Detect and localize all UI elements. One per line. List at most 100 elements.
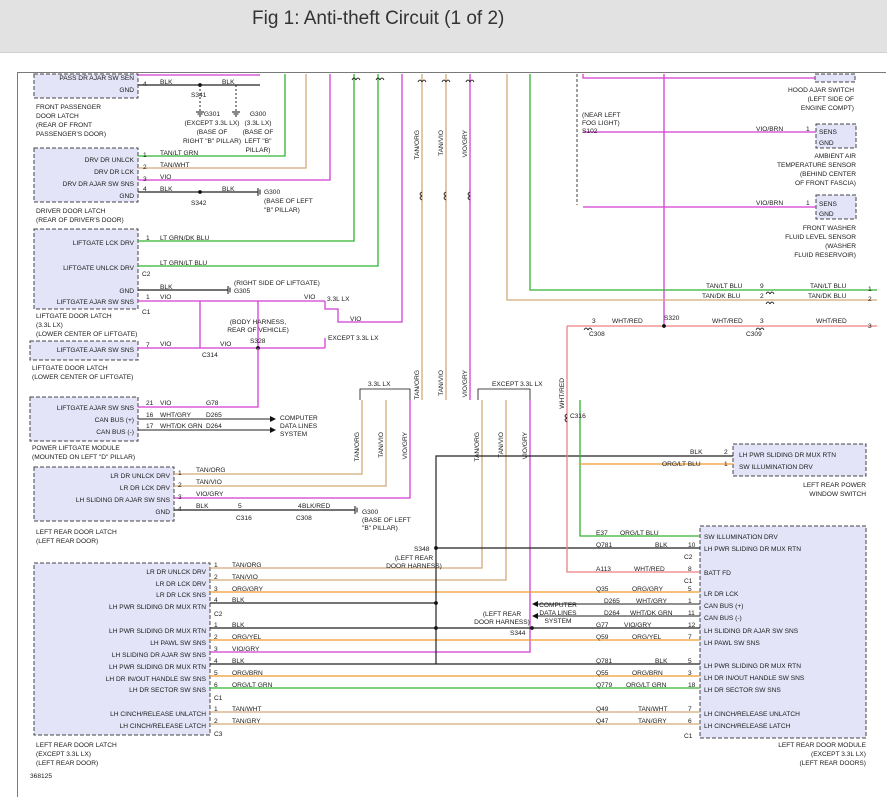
s320-splice [662, 324, 666, 328]
component-label: FLUID LEVEL SENSOR [785, 234, 856, 241]
connector-break-icon [765, 301, 775, 305]
wire-label: TAN/GRY [638, 718, 667, 725]
component-label: PASSENGER'S DOOR) [36, 131, 106, 138]
component-label: HOOD AJAR SWITCH [788, 87, 854, 94]
power-liftgate-module-box [29, 396, 139, 442]
pin-label: LH DR IN/OUT HANDLE SW SNS [106, 676, 207, 683]
org-lt-blu-wire [579, 400, 700, 537]
component-label: LEFT REAR DOOR LATCH [36, 742, 117, 749]
pin-number: 2 [760, 293, 764, 300]
front-passenger-latch-box [33, 73, 139, 99]
wire-label: VIO/BRN [756, 126, 783, 133]
component-label: LEFT REAR POWER [803, 482, 866, 489]
wire-label: VIO [160, 400, 171, 407]
wire-label: BLK [232, 658, 245, 665]
pin-number: 9 [760, 283, 764, 290]
connector-label: C309 [746, 331, 762, 338]
hood-ajar-switch-box [814, 73, 856, 83]
note-label: SYSTEM [280, 431, 307, 438]
pin-label: LH SLIDING DR AJAR SW SNS [76, 497, 171, 504]
connector-break-icon [465, 79, 475, 83]
component-label: (3.3L LX) [36, 322, 63, 329]
pin-number: 11 [688, 610, 695, 617]
connector-label: C2 [684, 554, 693, 561]
circuit-label: Q779 [596, 682, 612, 689]
pin-number: 10 [688, 542, 696, 549]
splice-label: S328 [250, 338, 266, 345]
pin-number: 2 [214, 634, 218, 641]
pin-label: PASS DR AJAR SW SEN [59, 75, 134, 82]
pin-number: 3 [868, 323, 872, 330]
pin-number: 1 [214, 706, 218, 713]
figure-title: Fig 1: Anti-theft Circuit (1 of 2) [252, 8, 505, 29]
pin-label: LH CINCH/RELEASE UNLATCH [110, 711, 206, 718]
pin-label: LR DR LCK DRV [156, 581, 207, 588]
harness-bracket [477, 388, 531, 400]
wire-label: VIO/GRY [624, 622, 652, 629]
note-label: (NEAR LEFT [582, 112, 620, 119]
driver-latch-box [33, 147, 139, 203]
pin-number: 21 [146, 400, 154, 407]
pin-number: 2 [214, 718, 218, 725]
note-label: COMPUTER [280, 415, 318, 422]
vertical-wire-label: TAN/VIO [438, 370, 445, 396]
pin-number: 7 [146, 342, 150, 349]
vertical-wire-label: TAN/ORG [354, 432, 361, 462]
connector-break-icon [467, 191, 471, 201]
pin-number: 4 [143, 186, 147, 193]
component-label: DOOR LATCH [36, 113, 79, 120]
ground-label: (BASE OF [197, 129, 228, 136]
vio-wire [582, 74, 815, 79]
wire-label: LT GRN/DK BLU [160, 235, 209, 242]
window-switch-box [732, 443, 867, 477]
vio-wire [138, 74, 331, 181]
s348-splice [434, 546, 438, 550]
component-label: (LEFT REAR DOOR) [36, 760, 98, 767]
vertical-wire-label: TAN/VIO [438, 130, 445, 156]
vio-gry-wire [174, 400, 411, 499]
blk-wire [435, 455, 733, 664]
pin-label: DRV DR AJAR SW SNS [63, 181, 135, 188]
note-label: FOG LIGHT) [582, 120, 620, 127]
left-rear-latch-2-box [33, 562, 211, 736]
pin-label: LH CINCH/RELEASE UNLATCH [704, 711, 800, 718]
wire-label: BLK [232, 622, 245, 629]
connector-label: C314 [202, 352, 218, 359]
pin-number: 1 [146, 235, 150, 242]
pin-label: GND [119, 193, 134, 200]
component-label: FRONT WASHER [803, 225, 856, 232]
pin-number: 1 [214, 622, 218, 629]
ground-label: G300 [250, 111, 266, 118]
component-label: AMBIENT AIR [814, 153, 856, 160]
component-label: (REAR OF FRONT [36, 122, 92, 129]
arrow-icon [532, 613, 538, 619]
component-label: (LEFT REAR DOORS) [799, 760, 866, 767]
connector-break-icon [443, 191, 447, 201]
splice-dot [434, 601, 438, 605]
wire-label: VIO [304, 294, 315, 301]
wire-label: TAN/VIO [232, 574, 258, 581]
wire-label: ORG/YEL [632, 634, 662, 641]
s342-splice [198, 190, 202, 194]
ambient-sensor-box [815, 123, 857, 149]
wire-label: BLK [160, 284, 173, 291]
ground-label: G305 [234, 288, 250, 295]
wire-label: WHT/RED [712, 318, 743, 325]
pin-label: CAN BUS (-) [96, 429, 134, 436]
pin-number: 4 [214, 658, 218, 665]
ground-label: G300 [362, 509, 378, 516]
note-label: DOOR HARNESS) [474, 619, 530, 626]
pin-number: 1 [724, 461, 728, 468]
pin-number: 18 [688, 682, 696, 689]
wire-label: ORG/BRN [232, 670, 263, 677]
ground-label: G301 [204, 111, 220, 118]
tan-lt-blu-wire [529, 74, 877, 291]
pin-number: 6 [214, 682, 218, 689]
component-label: ENGINE COMPT) [801, 105, 854, 112]
wire-label: WHT/GRY [160, 412, 192, 419]
component-label: LIFTGATE DOOR LATCH [36, 313, 112, 320]
wire-label: TAN/VIO [196, 479, 222, 486]
circuit-label: Q781 [596, 658, 612, 665]
component-label: (BEHIND CENTER [800, 171, 856, 178]
pin-label: CAN BUS (+) [704, 603, 743, 610]
